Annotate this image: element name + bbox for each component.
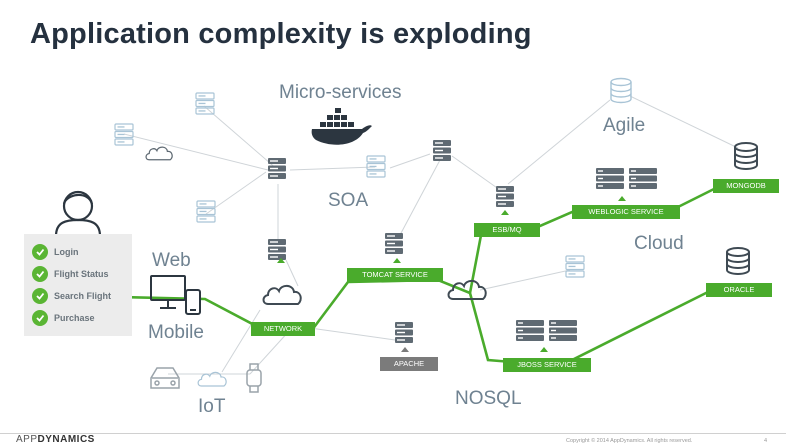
server-icon [196,200,216,223]
action-label: Purchase [54,313,95,323]
check-icon [32,288,48,304]
cloud-icon [145,146,173,161]
logo-prefix: APP [16,434,38,445]
action-login: Login [32,242,79,262]
server-icon [516,320,544,341]
node-weblogic: WEBLOGIC SERVICE [572,205,680,219]
user-actions-panel: Login Flight Status Search Flight Purcha… [24,234,132,336]
action-flight-status: Flight Status [32,264,109,284]
node-jboss: JBOSS SERVICE [503,358,591,372]
label-mobile: Mobile [148,322,204,343]
server-icon [268,158,286,179]
action-label: Flight Status [54,269,109,279]
server-icon [565,255,585,278]
gray-connectors [123,95,739,375]
footer-divider [0,433,786,434]
action-purchase: Purchase [32,308,95,328]
label-iot: IoT [198,396,226,417]
node-mongodb: MONGODB [713,179,779,193]
appdynamics-logo: APPDYNAMICS [16,434,95,445]
node-network: NETWORK [251,322,315,336]
server-icon [395,322,413,343]
check-icon [32,244,48,260]
smartwatch-icon [246,363,262,393]
node-tomcat: TOMCAT SERVICE [347,268,443,282]
arrow-icon [401,347,409,352]
label-agile: Agile [603,115,646,136]
check-icon [32,310,48,326]
database-icon [734,142,758,170]
cloud-icon [262,284,302,305]
docker-whale-icon [311,108,372,145]
server-icon [114,123,134,146]
arrow-icons [277,196,626,352]
server-icon [496,186,514,207]
user-icon [54,190,102,237]
copyright: Copyright © 2014 AppDynamics. All rights… [566,438,693,444]
logo-main: DYNAMICS [37,434,95,445]
server-icon [385,233,403,254]
server-icon [268,239,286,260]
server-icon [629,168,657,189]
action-label: Search Flight [54,291,112,301]
label-cloud: Cloud [634,233,684,254]
label-microservices: Micro-services [279,82,402,103]
server-icon [195,92,215,115]
car-icon [150,367,180,389]
database-icon [610,77,632,104]
check-icon [32,266,48,282]
desktop-icon [150,275,186,309]
label-nosql: NOSQL [455,388,522,409]
server-icon [433,140,451,161]
slide-title: Application complexity is exploding [30,18,532,50]
server-icon [596,168,624,189]
node-esb: ESB/MQ [474,223,540,237]
server-icon [366,155,386,178]
node-oracle: ORACLE [706,283,772,297]
node-apache: APACHE [380,357,438,371]
label-web: Web [152,250,191,271]
server-icon [549,320,577,341]
database-icon [726,247,750,275]
phone-icon [185,289,201,315]
page-number: 4 [764,438,768,444]
action-search-flight: Search Flight [32,286,111,306]
label-soa: SOA [328,190,369,211]
action-label: Login [54,247,79,257]
